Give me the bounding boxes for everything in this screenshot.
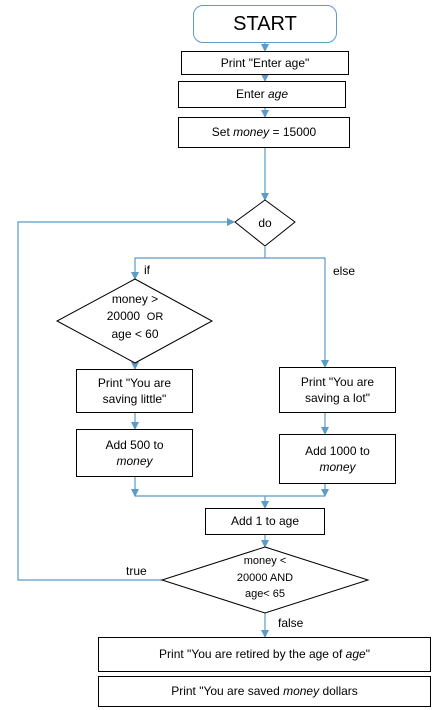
- print-saved-prefix: Print "You are saved: [171, 684, 284, 699]
- if-condition-line2a: 20000: [106, 309, 141, 324]
- print-saving-lot-box: Print "You are saving a lot": [279, 367, 396, 413]
- if-condition-line3: age < 60: [111, 327, 159, 342]
- loop-condition-diamond: [160, 546, 370, 614]
- if-label: if: [144, 263, 150, 277]
- loop-condition-line3: age< 65: [244, 588, 286, 600]
- do-label: do: [258, 216, 272, 230]
- loop-condition-line1: money <: [243, 555, 287, 567]
- enter-age-var: age: [267, 87, 289, 102]
- start-node: START: [193, 5, 337, 43]
- print-saved-box: Print "You are saved money dollars: [98, 676, 431, 707]
- set-money-var: money: [233, 125, 270, 140]
- enter-age-box: Enter age: [178, 81, 346, 108]
- true-label: true: [126, 564, 147, 578]
- loop-condition-text: money < 20000 AND age< 65: [220, 553, 310, 603]
- connector-true-loop: [17, 218, 235, 581]
- add-1000-line1: Add 1000 to: [305, 443, 370, 458]
- add-500-var: money: [116, 454, 153, 468]
- add-1-age-box: Add 1 to age: [205, 508, 325, 535]
- if-condition-line2b: OR: [146, 311, 164, 324]
- add-1-age-text: Add 1 to age: [230, 514, 300, 529]
- if-condition-text: money > 20000 OR age < 60: [95, 291, 175, 344]
- print-enter-age-box: Print "Enter age": [181, 51, 349, 75]
- print-enter-age-text: Print "Enter age": [220, 55, 310, 70]
- print-saved-var: money: [283, 684, 320, 699]
- add-1000-var: money: [319, 460, 356, 474]
- print-saving-little-line1: Print "You are: [97, 375, 172, 390]
- print-saved-suffix: dollars: [319, 684, 358, 699]
- set-money-suffix: = 15000: [269, 125, 317, 140]
- print-saving-little-line2: saving little": [102, 392, 167, 406]
- add-500-box: Add 500 to money: [76, 429, 193, 477]
- add-500-line1: Add 500 to: [105, 437, 164, 452]
- set-money-box: Set money = 15000: [178, 117, 350, 148]
- print-saving-lot-line1: Print "You are: [300, 374, 375, 389]
- connector-do-branches: [134, 247, 266, 272]
- if-condition-line1: money >: [111, 292, 159, 306]
- print-retired-suffix: ": [365, 647, 370, 662]
- enter-age-prefix: Enter: [235, 87, 268, 102]
- connector-do-else: [265, 257, 329, 368]
- false-label: false: [278, 616, 304, 630]
- print-saving-little-box: Print "You are saving little": [76, 369, 193, 413]
- print-retired-var: age: [345, 647, 366, 662]
- if-condition-diamond: [55, 278, 214, 364]
- print-retired-prefix: Print "You are retired by the age of: [159, 647, 346, 662]
- print-retired-box: Print "You are retired by the age of age…: [98, 637, 431, 672]
- do-diamond: [234, 199, 296, 247]
- print-saving-lot-line2: saving a lot": [305, 391, 370, 405]
- start-label: START: [233, 12, 297, 35]
- set-money-prefix: Set: [211, 125, 234, 140]
- else-label: else: [333, 264, 356, 278]
- loop-condition-line2: 20000 AND: [236, 571, 294, 584]
- add-1000-box: Add 1000 to money: [279, 434, 396, 484]
